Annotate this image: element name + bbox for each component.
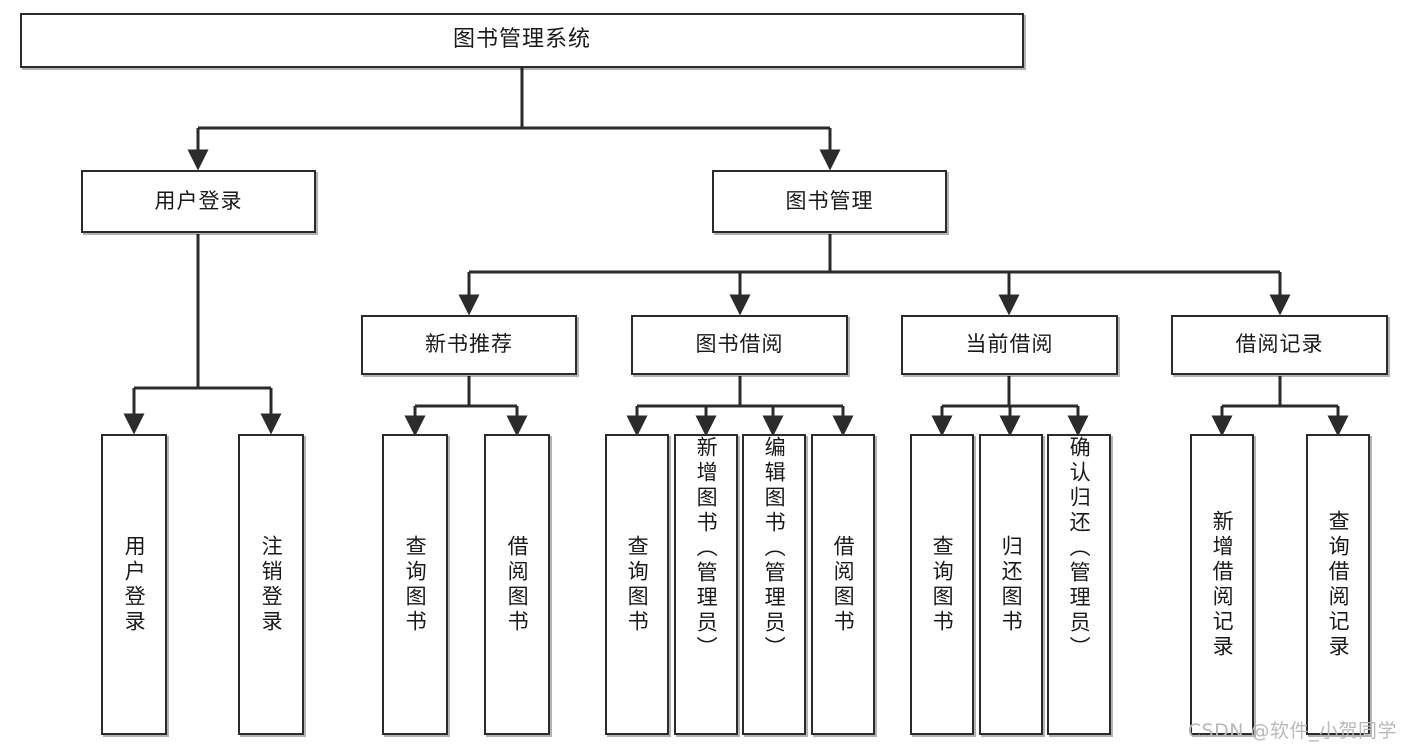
- leaf-user-login-label: 用户登录: [122, 534, 147, 635]
- leaf-query-book-2[interactable]: 查询图书: [605, 434, 669, 735]
- node-book-borrow[interactable]: 图书借阅: [631, 315, 848, 375]
- leaf-return-book-label: 归还图书: [999, 534, 1024, 635]
- node-borrow-record[interactable]: 借阅记录: [1171, 315, 1388, 375]
- node-new-book-recommend-label: 新书推荐: [425, 332, 513, 357]
- leaf-borrow-book-1-label: 借阅图书: [505, 534, 530, 635]
- node-book-management-label: 图书管理: [785, 188, 874, 213]
- leaf-query-book-3-label: 查询图书: [930, 534, 955, 635]
- node-book-borrow-label: 图书借阅: [695, 332, 784, 357]
- node-borrow-record-label: 借阅记录: [1235, 332, 1324, 357]
- leaf-query-borrow-record-label: 查询借阅记录: [1326, 509, 1351, 660]
- node-current-borrow[interactable]: 当前借阅: [901, 315, 1118, 375]
- leaf-query-book-3[interactable]: 查询图书: [910, 434, 974, 735]
- leaf-confirm-return-admin-label: 确认归还（管理员）: [1067, 436, 1092, 661]
- leaf-borrow-book-2[interactable]: 借阅图书: [811, 434, 875, 735]
- leaf-confirm-return-admin[interactable]: 确认归还（管理员）: [1047, 434, 1111, 735]
- leaf-query-book-2-label: 查询图书: [625, 534, 650, 635]
- leaf-query-book-1-label: 查询图书: [403, 534, 428, 635]
- node-user-login[interactable]: 用户登录: [81, 170, 316, 233]
- node-current-borrow-label: 当前借阅: [965, 332, 1054, 357]
- leaf-add-borrow-record[interactable]: 新增借阅记录: [1190, 434, 1254, 735]
- leaf-add-book-admin[interactable]: 新增图书（管理员）: [674, 434, 738, 735]
- leaf-borrow-book-2-label: 借阅图书: [831, 534, 856, 635]
- node-book-management[interactable]: 图书管理: [712, 170, 947, 233]
- leaf-add-borrow-record-label: 新增借阅记录: [1210, 509, 1235, 660]
- leaf-query-borrow-record[interactable]: 查询借阅记录: [1306, 434, 1370, 735]
- node-new-book-recommend[interactable]: 新书推荐: [361, 315, 577, 375]
- leaf-edit-book-admin[interactable]: 编辑图书（管理员）: [742, 434, 806, 735]
- leaf-logout-login-label: 注销登录: [259, 534, 284, 635]
- leaf-return-book[interactable]: 归还图书: [979, 434, 1043, 735]
- leaf-user-login[interactable]: 用户登录: [101, 434, 167, 735]
- watermark: CSDN @软件_小贺同学: [1187, 720, 1397, 742]
- leaf-borrow-book-1[interactable]: 借阅图书: [484, 434, 550, 735]
- node-root-label: 图书管理系统: [452, 27, 591, 53]
- leaf-add-book-admin-label: 新增图书（管理员）: [694, 436, 719, 661]
- leaf-logout-login[interactable]: 注销登录: [238, 434, 304, 735]
- leaf-edit-book-admin-label: 编辑图书（管理员）: [762, 436, 787, 661]
- node-root[interactable]: 图书管理系统: [20, 13, 1024, 68]
- node-user-login-label: 用户登录: [154, 188, 243, 213]
- leaf-query-book-1[interactable]: 查询图书: [382, 434, 448, 735]
